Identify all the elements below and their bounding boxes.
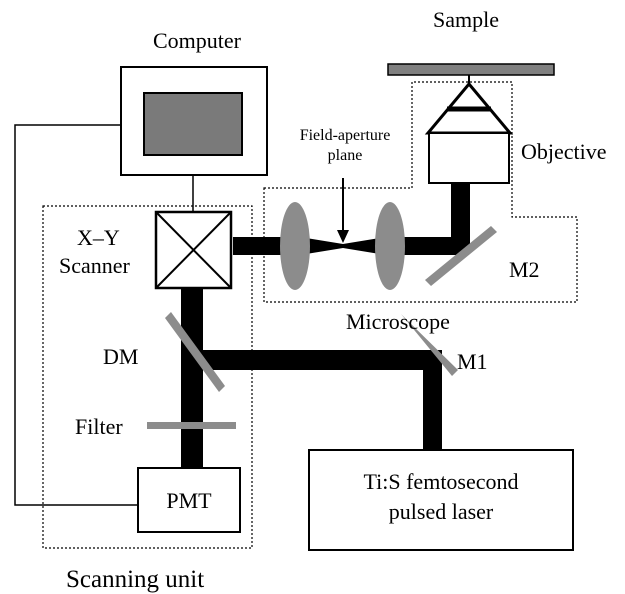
pmt-label: PMT [166,488,212,513]
beam-focus [300,237,386,255]
beam-scanner-right [233,237,286,255]
computer-to-pmt-wire [14,124,138,506]
beam-horizontal-dm-m1 [192,350,442,370]
laser-box [308,449,574,551]
m1-label: M1 [457,349,488,374]
m2-label: M2 [509,257,540,282]
xy-scanner-cross-2 [155,211,232,289]
lens-left [280,202,310,290]
dichroic-mirror [165,312,225,392]
filter-bar [147,422,236,429]
computer-screen [143,92,243,156]
field-aperture-label: Field-aperture [300,127,391,144]
dm-label: DM [103,344,138,369]
xy-scanner-label-scanner: Scanner [59,253,131,278]
laser-label-pulsed: pulsed laser [389,499,494,524]
beam-m1-laser [423,350,442,450]
field-aperture-arrowhead [337,230,349,243]
sample-slide [387,63,555,76]
beam-scanner-down [181,288,203,470]
sample-label: Sample [433,7,499,32]
objective-label: Objective [521,139,607,164]
microscope-label: Microscope [346,309,450,334]
computer-label: Computer [153,28,242,53]
mirror-m1 [401,314,458,376]
scanning-unit-label: Scanning unit [66,566,204,593]
microscope-enclosure [263,81,578,303]
objective-body [428,132,510,184]
xy-scanner-label: X–Y [77,225,120,250]
pmt-box [137,467,241,533]
laser-label: Ti:S femtosecond [363,469,518,494]
lens-right [375,202,405,290]
mirror-m2 [425,226,497,286]
field-aperture-label-plane: plane [328,147,363,164]
scanning-unit-enclosure [42,205,253,549]
beam-m2-objective [451,182,470,252]
filter-label: Filter [75,414,123,439]
